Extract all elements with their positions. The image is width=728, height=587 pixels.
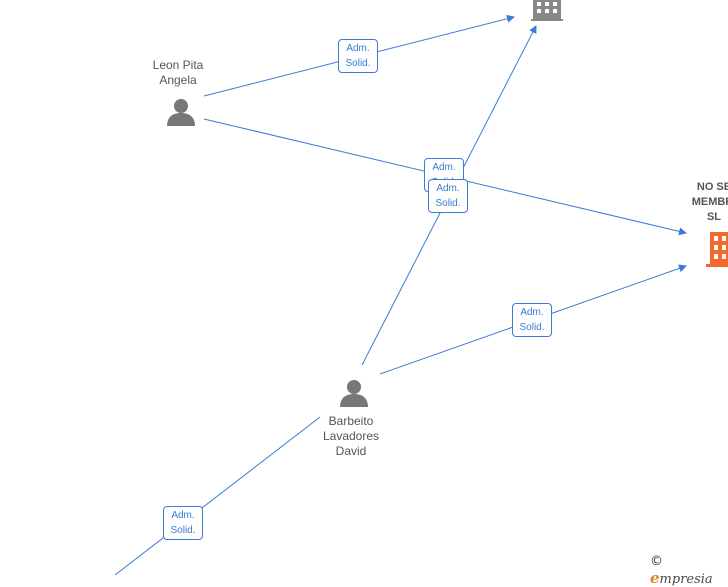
company-name-label[interactable]: NO SE MEMBRI SL [691, 181, 728, 223]
relationship-graph [114, 14, 687, 575]
person-name-label[interactable]: Barbeito Lavadores David [322, 414, 380, 458]
brand-initial: e [650, 569, 660, 587]
edge-offscreen-barbeito [114, 416, 321, 575]
role-badge[interactable]: Adm. Solid. [338, 39, 378, 73]
brand-name: mpresia [659, 572, 713, 587]
role-badge[interactable]: Adm. Solid. [163, 506, 203, 540]
copyright-icon: © [650, 554, 663, 569]
person-icon[interactable] [166, 97, 196, 127]
brand-watermark: © empresia [650, 554, 728, 587]
person-name-label[interactable]: Leon Pita Angela [152, 58, 204, 87]
person-icon[interactable] [339, 378, 369, 408]
building-icon[interactable] [531, 0, 565, 22]
role-badge[interactable]: Adm. Solid. [512, 303, 552, 337]
role-badge[interactable]: Adm. Solid. [428, 179, 468, 213]
building-icon[interactable] [706, 232, 728, 268]
